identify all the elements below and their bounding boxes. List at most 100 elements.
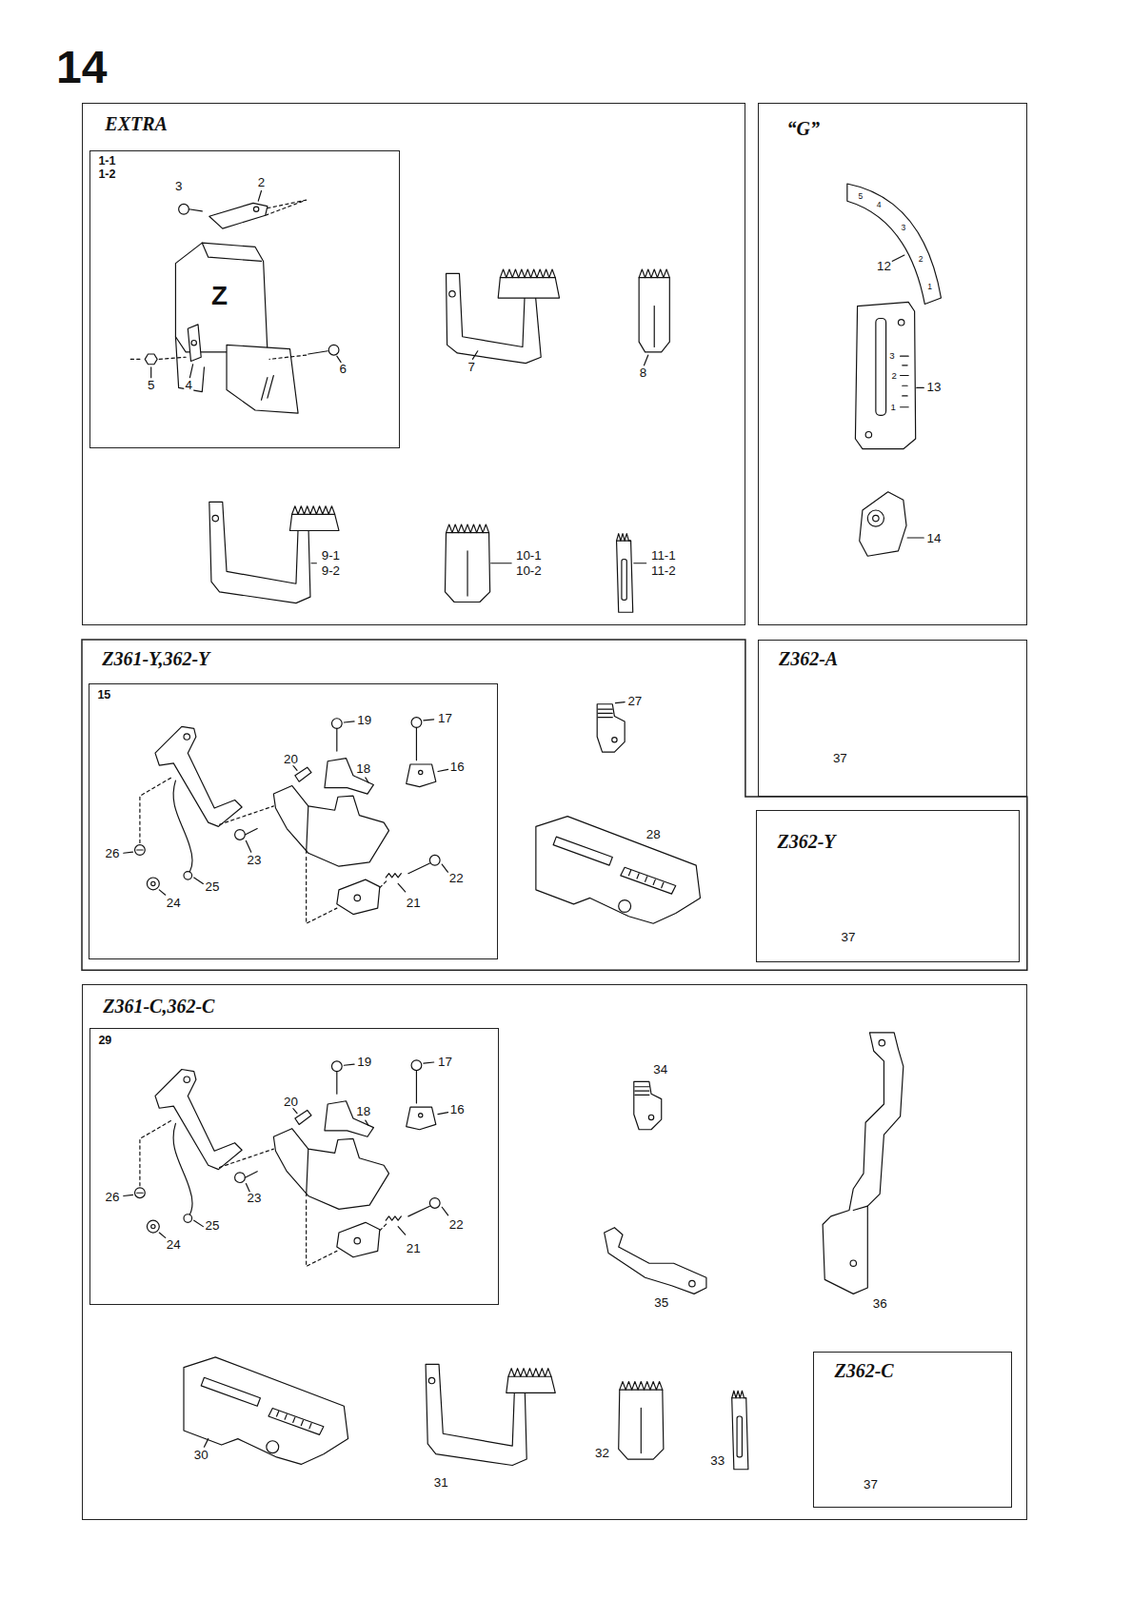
presser-foot-assembly — [244, 829, 258, 835]
callout-number: 37 — [832, 752, 849, 765]
feed-dog — [446, 524, 490, 534]
callout-number: 21 — [405, 1243, 422, 1256]
presser-foot-assembly — [416, 727, 418, 760]
callout-number: 17 — [436, 712, 454, 725]
model-panel: “G” — [757, 102, 1028, 626]
feed-dog — [446, 269, 560, 364]
presser-foot-assembly — [408, 863, 431, 874]
cover-assembly — [253, 206, 259, 212]
model-heading: Z362-C — [834, 1360, 894, 1382]
cover-assembly — [130, 190, 341, 414]
callout-number: 28 — [645, 828, 662, 841]
presser-foot-assembly — [429, 854, 440, 866]
presser-foot-assembly — [418, 770, 423, 775]
presser-foot-assembly — [183, 734, 190, 740]
feed-dog — [616, 534, 632, 542]
thread-guide-wire — [829, 883, 938, 938]
bracket — [850, 1260, 856, 1267]
scale-mark: 2 — [917, 255, 925, 264]
callout-number: 32 — [594, 1447, 611, 1460]
assembly-number: 1-1 — [98, 155, 399, 168]
scale-plate — [847, 183, 942, 305]
leader-line — [615, 702, 625, 704]
cover-assembly — [260, 376, 274, 401]
model-panel: Z361-C,362-C29Z362-C — [81, 984, 1028, 1522]
needle-plate — [618, 900, 632, 914]
leader-line — [491, 562, 512, 564]
adjuster-block — [867, 510, 884, 527]
presser-foot-assembly — [406, 764, 437, 788]
leader-line — [634, 562, 647, 564]
cover-assembly — [258, 190, 261, 201]
feed-dog — [449, 291, 456, 298]
cover-assembly — [188, 209, 202, 212]
cover-assembly — [191, 340, 197, 346]
callout-number: 14 — [926, 532, 943, 545]
needle-plate — [536, 816, 701, 925]
bracket — [604, 1228, 707, 1295]
callout-number: 7 — [467, 360, 477, 374]
callout-number: 26 — [103, 848, 120, 861]
feed-dog — [638, 269, 670, 366]
cover-assembly — [144, 354, 158, 365]
cover-assembly — [328, 344, 339, 356]
cover-assembly — [269, 355, 307, 359]
callout-number: 31 — [433, 1476, 450, 1490]
callout-number: 19 — [356, 714, 373, 727]
presser-foot-assembly — [155, 726, 242, 827]
feed-dog — [616, 534, 634, 614]
callout-number: 11-2 — [650, 565, 677, 578]
cover-assembly — [178, 203, 190, 215]
feed-dog — [621, 558, 627, 600]
model-heading: Z361-Y,362-Y — [101, 648, 210, 670]
callout-number: 25 — [204, 880, 221, 894]
presser-foot-assembly — [385, 873, 401, 878]
scale-plate — [900, 356, 910, 408]
callout-number: 16 — [449, 761, 466, 775]
presser-foot-assembly — [331, 718, 342, 730]
callout-number: 35 — [653, 1296, 670, 1310]
cover-assembly — [209, 202, 268, 229]
presser-foot-assembly — [336, 728, 338, 752]
scale-mark: 3 — [888, 351, 895, 361]
callout-number: 33 — [709, 1455, 726, 1469]
callout-number: 37 — [839, 932, 856, 945]
assembly-number: 29 — [98, 1034, 498, 1048]
panel-outline — [81, 639, 1028, 971]
feed-dog — [472, 351, 477, 360]
presser-foot-assembly — [151, 881, 156, 886]
model-heading: EXTRA — [104, 113, 168, 135]
presser-foot-assembly — [146, 877, 159, 891]
feed-dog — [732, 1390, 749, 1470]
presser-foot-assembly — [295, 767, 312, 782]
assembly-box: 29 — [89, 1028, 500, 1306]
scale-plate — [897, 319, 904, 326]
callout-number: 10-2 — [515, 565, 543, 578]
callout-number: 18 — [355, 1105, 372, 1118]
feed-dog — [616, 540, 634, 613]
presser-foot-assembly — [123, 1060, 449, 1268]
callout-number: 20 — [282, 1095, 299, 1109]
needle-plate — [628, 870, 663, 888]
callout-number: 2 — [257, 176, 266, 189]
scale-mark: 5 — [856, 192, 864, 201]
callout-number: 18 — [355, 763, 372, 776]
callout-number: 30 — [193, 1449, 210, 1462]
scale-mark: 4 — [875, 200, 883, 210]
callout-number: 22 — [448, 872, 465, 885]
leader-line — [203, 1439, 208, 1449]
adjuster-block — [859, 492, 925, 557]
cover-assembly — [189, 364, 193, 378]
assembly-number: 1-2 — [98, 168, 399, 181]
cover-assembly — [265, 199, 307, 216]
thread-guide-wire — [829, 717, 938, 773]
bracket — [853, 1206, 868, 1211]
feed-dog — [444, 533, 490, 603]
callout-number: 16 — [449, 1104, 466, 1117]
cover-assembly — [201, 242, 261, 261]
feed-dog — [212, 515, 219, 521]
adjuster-block — [859, 492, 907, 557]
model-panel: Z361-Y,362-Y15Z362-Y — [81, 639, 1028, 971]
